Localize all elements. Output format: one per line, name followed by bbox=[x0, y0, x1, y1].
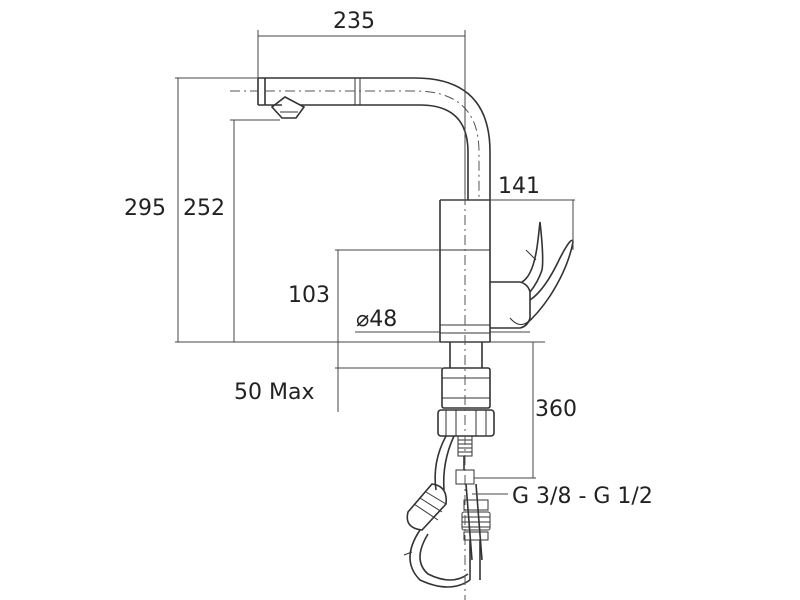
dim-hose-length: 360 bbox=[535, 397, 577, 422]
dimension-labels: 235 295 252 141 103 ⌀48 50 Max 360 G 3/8… bbox=[124, 9, 653, 509]
dim-deck-max: 50 Max bbox=[234, 380, 314, 405]
center-lines bbox=[230, 90, 480, 600]
lever-handle bbox=[490, 221, 574, 329]
dim-width-top: 235 bbox=[333, 9, 375, 34]
pullout-hose bbox=[403, 435, 471, 588]
shank-assembly bbox=[437, 342, 495, 580]
dim-height-total: 295 bbox=[124, 196, 166, 221]
dim-lever-reach: 141 bbox=[498, 174, 540, 199]
dim-connection: G 3/8 - G 1/2 bbox=[512, 484, 653, 509]
dim-height-spout: 252 bbox=[183, 196, 225, 221]
dimension-lines bbox=[175, 30, 575, 495]
dim-diameter: ⌀48 bbox=[356, 307, 397, 332]
dim-body-height: 103 bbox=[288, 283, 330, 308]
